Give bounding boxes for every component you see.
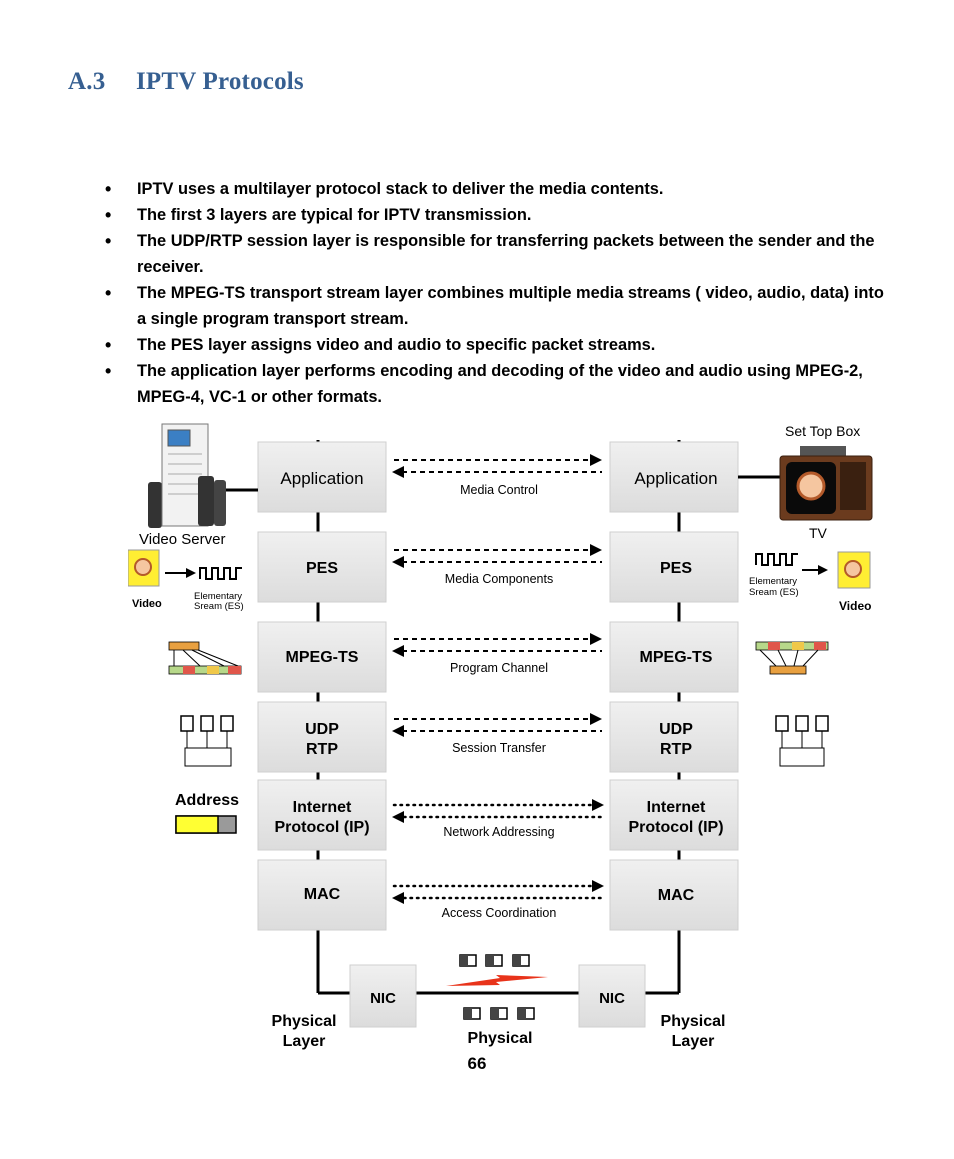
right-layer-label: UDP [659,721,693,738]
tv-label: TV [809,525,828,541]
nic-right-box [578,964,646,1028]
link-label: Media Components [445,572,553,586]
left-layer-box [257,701,387,773]
left-layer-label: Internet [293,799,352,816]
video-icon-right [755,551,871,589]
arrowhead-right [590,454,602,466]
arrowhead-right [592,880,604,892]
video-server-label: Video Server [139,531,225,548]
es-label-left-line2: Sream (ES) [194,601,244,612]
arrowhead-left [392,466,404,478]
packets-top-icon [459,954,530,967]
right-layer-label: Application [634,469,717,488]
packets-icon-left [180,715,234,767]
bullet-item: The first 3 layers are typical for IPTV … [103,202,893,228]
left-layer-box [257,441,387,513]
section-heading: A.3 IPTV Protocols [68,68,304,96]
left-layer-label: MAC [304,886,341,903]
demux-icon-right [755,641,829,675]
left-layer-label: PES [306,560,338,577]
left-layer-box [257,531,387,603]
es-label-right-line2: Sream (ES) [749,587,799,598]
right-layer-label: MPEG-TS [640,649,713,666]
bullet-item: The application layer performs encoding … [103,358,893,410]
set-top-box-label: Set Top Box [785,423,860,439]
left-layer-label: Application [280,469,363,488]
video-server-icon [148,423,258,528]
nic-right-label: NIC [599,990,625,1007]
bullet-item: The UDP/RTP session layer is responsible… [103,228,893,280]
arrowhead-right [590,544,602,556]
arrowhead-left [392,556,404,568]
right-layer-label-line2: RTP [660,741,692,758]
section-title: IPTV Protocols [136,68,304,95]
physical-right-label-line2: Layer [672,1033,715,1050]
arrowhead-right [592,799,604,811]
right-layer-label-line2: Protocol (IP) [628,819,723,836]
right-layer-box [609,531,739,603]
page-number: 66 [467,1054,487,1073]
video-icon-left [128,549,242,587]
right-layer-box [609,859,739,931]
section-number: A.3 [68,68,106,95]
right-layer-box [609,441,739,513]
layer-row-mac: MAC MAC Access Coordination [257,859,739,931]
left-layer-box [257,779,387,851]
nic-left-label: NIC [370,990,396,1007]
physical-left-label: Physical [272,1013,337,1030]
link-label: Access Coordination [442,906,557,920]
bullet-item: The MPEG-TS transport stream layer combi… [103,280,893,332]
right-layer-label: MAC [658,887,695,904]
video-label-left: Video [132,598,162,610]
layer-row-ip: Internet Protocol (IP) Internet Protocol… [257,779,739,851]
left-layer-label-line2: Protocol (IP) [274,819,369,836]
bullet-list: IPTV uses a multilayer protocol stack to… [103,176,893,410]
packets-icon-right [775,715,829,767]
layer-row-udp-rtp: UDP RTP UDP RTP Session Transfer [257,701,739,773]
right-layer-label: PES [660,560,692,577]
address-label: Address [175,792,239,809]
packets-bottom-icon [463,1007,535,1020]
arrowhead-left [392,811,404,823]
link-label: Media Control [460,483,538,497]
physical-center-label: Physical [468,1030,533,1047]
arrowhead-right [590,713,602,725]
bullet-item: The PES layer assigns video and audio to… [103,332,893,358]
arrowhead-left [392,725,404,737]
left-layer-label-line2: RTP [306,741,338,758]
physical-right-label: Physical [661,1013,726,1030]
left-layer-label: UDP [305,721,339,738]
right-layer-label: Internet [647,799,706,816]
layer-row-mpeg-ts: MPEG-TS MPEG-TS Program Channel [257,621,739,693]
address-icon [175,815,237,834]
right-layer-box [609,621,739,693]
left-layer-label: MPEG-TS [286,649,359,666]
arrowhead-left [392,645,404,657]
link-label: Session Transfer [452,741,546,755]
link-label: Network Addressing [443,825,554,839]
video-label-right: Video [839,599,871,613]
layer-row-pes: PES PES Media Components [257,531,739,603]
es-label-left: Elementary [194,591,242,602]
mux-icon-left [168,641,242,675]
right-layer-box [609,701,739,773]
left-layer-box [257,859,387,931]
left-layer-box [257,621,387,693]
layer-row-application: Application Application Media Control [257,441,739,513]
link-label: Program Channel [450,661,548,675]
arrowhead-right [590,633,602,645]
tv-icon [738,446,873,521]
nic-left-box [349,964,417,1028]
es-label-right: Elementary [749,576,797,587]
physical-left-label-line2: Layer [283,1033,326,1050]
bullet-item: IPTV uses a multilayer protocol stack to… [103,176,893,202]
lightning-bolt-icon [446,975,548,986]
layer-rows: Application Application Media Control PE… [257,441,739,931]
right-layer-box [609,779,739,851]
iptv-protocol-stack-diagram: Application Application Media Control PE… [128,423,873,1050]
arrowhead-left [392,892,404,904]
